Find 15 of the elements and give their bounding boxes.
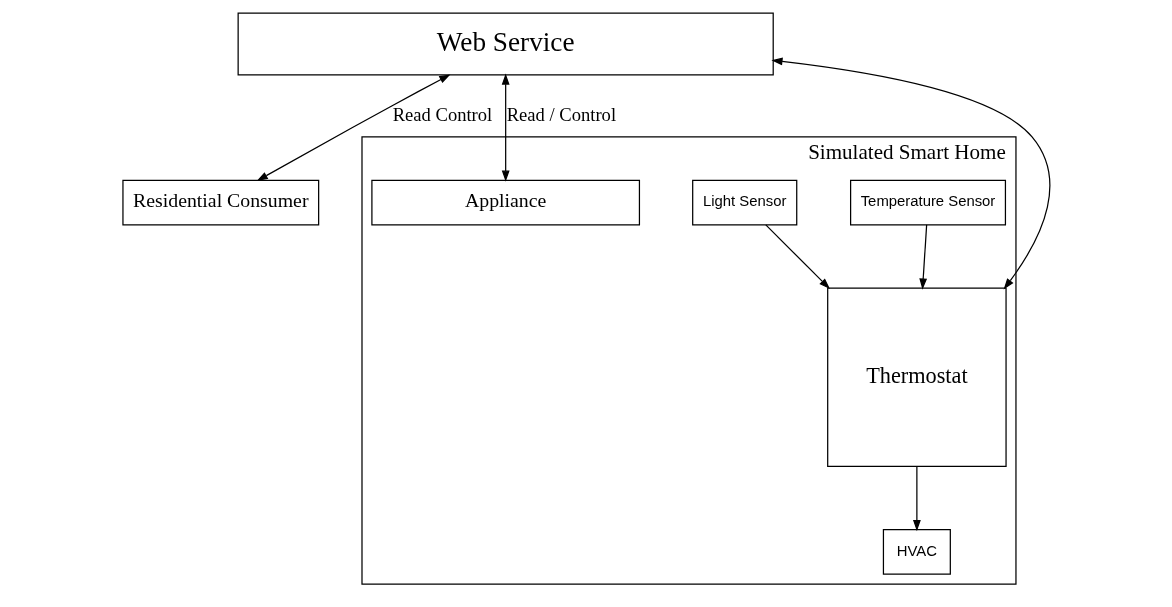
arrow — [501, 73, 510, 182]
edge-label: Read Control — [392, 103, 492, 125]
arrow — [770, 57, 1050, 290]
node-box: Web Service — [237, 12, 774, 76]
arrow — [918, 224, 927, 290]
node-box: Light Sensor — [691, 179, 797, 226]
node-box: HVAC — [882, 528, 951, 575]
node-box: Thermostat — [826, 287, 1007, 467]
arrow — [256, 74, 450, 181]
arrow — [764, 224, 830, 290]
node-box: Temperature Sensor — [849, 179, 1006, 226]
node-box: Appliance — [370, 179, 640, 226]
edge-label: Read / Control — [506, 103, 616, 125]
node-box: Residential Consumer — [121, 179, 319, 226]
arrow — [912, 465, 921, 532]
